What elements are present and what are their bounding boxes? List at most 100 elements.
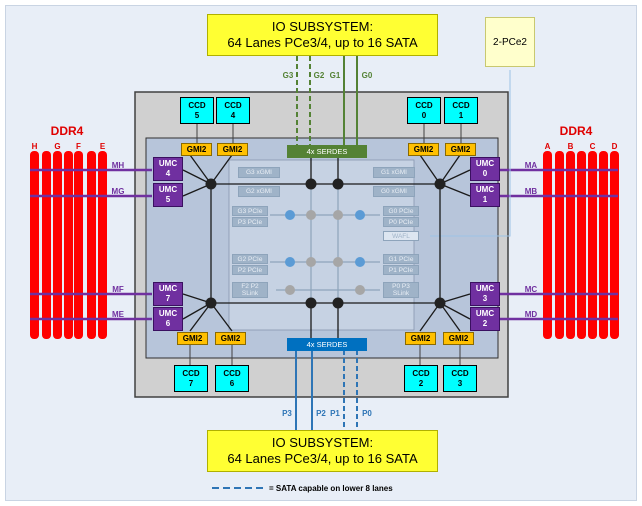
inner-gray-nodes — [285, 210, 365, 295]
link-label-p1: P1 — [330, 408, 340, 418]
mem-label-me: ME — [112, 309, 124, 319]
link-label-p2: P2 — [316, 408, 326, 418]
label-p2-pcie: P2 PCIe — [232, 265, 268, 275]
fabric-links — [182, 154, 471, 338]
channel-label-d: D — [611, 142, 618, 151]
label-g2-pcie: G2 PCIe — [232, 254, 268, 264]
mem-label-mc: MC — [524, 284, 538, 294]
label-p1-pcie: P1 PCIe — [383, 265, 419, 275]
ddr4-right-label: DDR4 — [559, 124, 593, 138]
umc-5-name: UMC — [158, 185, 178, 194]
ccd-3-num: 3 — [457, 378, 463, 388]
umc-6-name: UMC — [158, 309, 178, 318]
io-top-line2: 64 Lanes PCe3/4, up to 16 SATA — [227, 35, 418, 50]
link-label-g3: G3 — [282, 70, 294, 80]
label-p0p3-line2: SLink — [392, 290, 410, 297]
gmi2-ccd4: GMI2 — [217, 143, 248, 156]
channel-label-a: A — [544, 142, 551, 151]
ccd-7-num: 7 — [188, 378, 194, 388]
gmi2-ccd0: GMI2 — [408, 143, 439, 156]
umc-5-num: 5 — [165, 195, 171, 204]
link-label-p3: P3 — [282, 408, 292, 418]
io-subsystem-bottom: IO SUBSYSTEM: 64 Lanes PCe3/4, up to 16 … — [207, 430, 438, 472]
umc-2-name: UMC — [475, 309, 495, 318]
channel-label-h: H — [31, 142, 38, 151]
inner-blue-nodes — [285, 210, 365, 267]
umc-4-name: UMC — [158, 159, 178, 168]
channel-label-b: B — [567, 142, 574, 151]
label-f2p2-slink: F2 P2 SLink — [232, 282, 268, 298]
umc-3-name: UMC — [475, 284, 495, 293]
label-p0p3-slink: P0 P3 SLink — [383, 282, 419, 298]
fabric-nodes — [205, 178, 446, 309]
ddr-bars-left — [30, 151, 107, 339]
mem-label-md: MD — [524, 309, 538, 319]
label-g1-pcie: G1 PCIe — [383, 254, 419, 264]
umc-7-num: 7 — [165, 294, 171, 303]
mem-label-mf: MF — [112, 284, 124, 294]
gmi2-ccd7: GMI2 — [177, 332, 208, 345]
channel-label-e: E — [99, 142, 106, 151]
channel-label-g: G — [54, 142, 61, 151]
link-label-g0: G0 — [361, 70, 373, 80]
label-p0-pcie: P0 PCIe — [383, 217, 419, 227]
ccd-4-num: 4 — [230, 110, 236, 120]
label-g3-pcie: G3 PCIe — [232, 206, 268, 216]
link-label-p0: P0 — [362, 408, 372, 418]
ccd-6-name: CCD — [223, 368, 241, 378]
ccd-6-num: 6 — [229, 378, 235, 388]
bottom-serdes-links — [295, 350, 358, 430]
serdes-bottom-box — [287, 338, 367, 351]
umc-1-num: 1 — [482, 195, 488, 204]
serdes-top-box — [287, 145, 367, 158]
gmi2-ccd1: GMI2 — [445, 143, 476, 156]
pce2-link — [430, 70, 511, 237]
io-bottom-line2: 64 Lanes PCe3/4, up to 16 SATA — [227, 451, 418, 466]
inner-faded-fabric — [270, 184, 380, 303]
ccd-7-name: CCD — [182, 368, 200, 378]
ccd-3-name: CCD — [451, 368, 469, 378]
ccd-2-name: CCD — [412, 368, 430, 378]
ccd-2-num: 2 — [418, 378, 424, 388]
ccd-0-num: 0 — [421, 110, 427, 120]
label-g0-pcie: G0 PCIe — [383, 206, 419, 216]
label-p3-pcie: P3 PCIe — [232, 217, 268, 227]
ccd-1-name: CCD — [452, 100, 470, 110]
ddr-bars-right — [543, 151, 619, 339]
label-f2p2-line1: F2 P2 — [241, 283, 259, 290]
io-subsystem-top: IO SUBSYSTEM: 64 Lanes PCe3/4, up to 16 … — [207, 14, 438, 56]
serdes-bottom-label: 4x SERDES — [306, 340, 348, 349]
mem-label-mh: MH — [111, 160, 125, 170]
channel-label-c: C — [589, 142, 596, 151]
channel-label-f: F — [76, 142, 81, 151]
io-top-line1: IO SUBSYSTEM: — [271, 19, 374, 34]
label-f2p2-line2: SLink — [241, 290, 259, 297]
legend-text: = SATA capable on lower 8 lanes — [269, 483, 393, 493]
ddr4-left-label: DDR4 — [50, 124, 84, 138]
umc-6-num: 6 — [165, 319, 171, 328]
serdes-top-label: 4x SERDES — [306, 147, 348, 156]
umc-3-num: 3 — [482, 294, 488, 303]
umc-0-name: UMC — [475, 159, 495, 168]
umc-7-name: UMC — [158, 284, 178, 293]
gmi-ccd-links — [189, 124, 462, 365]
gmi2-ccd3: GMI2 — [443, 332, 474, 345]
link-label-g1: G1 — [329, 70, 341, 80]
gmi2-ccd6: GMI2 — [215, 332, 246, 345]
mem-label-mb: MB — [524, 186, 538, 196]
ccd-0-name: CCD — [415, 100, 433, 110]
gmi2-ccd5: GMI2 — [181, 143, 212, 156]
umc-1-name: UMC — [475, 185, 495, 194]
umc-2-num: 2 — [482, 319, 488, 328]
